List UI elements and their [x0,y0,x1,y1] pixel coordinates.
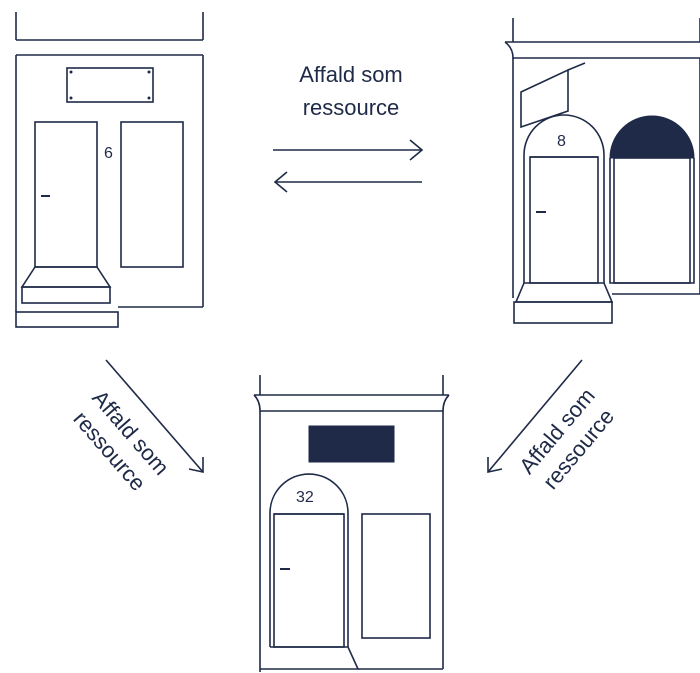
building-32-cornice-bottom [254,395,449,411]
sign-screw [148,97,150,99]
arrow-left [275,172,422,192]
building-6-window [121,122,183,267]
building-6: 6 [16,12,203,327]
building-6-step-top [22,267,110,287]
building-8-step-top [516,283,612,302]
arrow-right [273,140,422,160]
building-8-number: 8 [557,133,566,150]
building-32-door [274,514,344,647]
label-left: Affald som ressource [66,385,174,498]
building-32: 32 [254,375,449,672]
label-top-line1: Affald som [299,62,403,87]
building-32-sign [309,426,394,462]
label-top: Affald som ressource [299,62,403,120]
building-6-step-middle [22,287,110,303]
building-6-door [35,122,97,267]
sign-screw [70,71,72,73]
building-32-step [260,647,358,669]
building-8: 8 [505,18,700,323]
building-8-cornice-bottom [505,42,700,58]
building-8-window [614,158,690,283]
building-6-number: 6 [104,145,113,162]
building-8-window-awning [610,116,694,158]
sign-screw [70,97,72,99]
sign-screw [148,71,150,73]
building-8-step-bottom [514,302,612,323]
building-8-door [530,157,598,283]
label-top-line2: ressource [303,95,400,120]
building-8-sign-bracket [568,63,585,70]
building-8-window-frame [610,158,694,283]
building-32-number: 32 [296,489,314,506]
building-32-window [362,514,430,638]
building-8-sign [521,70,568,127]
label-right: Affald som ressource [514,383,621,496]
building-6-sign [67,68,153,102]
building-6-step-bottom [16,312,118,327]
